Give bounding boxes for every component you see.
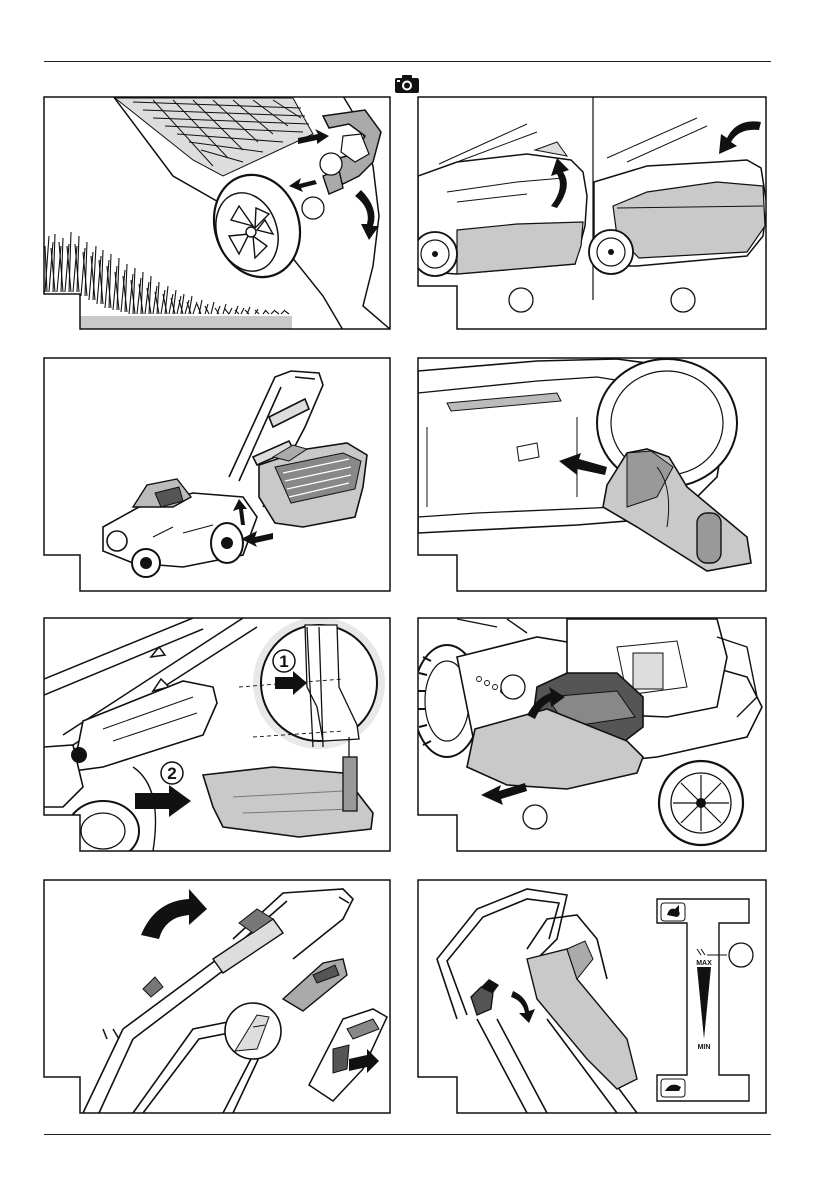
figure-plug-steps: 1 2 <box>43 617 391 852</box>
figure-side-discharge <box>417 617 768 852</box>
step-1-label: 1 <box>279 652 288 671</box>
figure-mulching-plug <box>417 357 768 592</box>
figure-bag-indicator <box>417 96 768 330</box>
step-2-label: 2 <box>167 764 176 783</box>
min-label: MIN <box>698 1044 711 1051</box>
footer-rule <box>44 1134 771 1135</box>
figure-cutting-height <box>43 96 391 330</box>
figure-remove-bag <box>43 357 391 592</box>
figure-fold-handle <box>43 879 391 1114</box>
camera-icon <box>394 74 420 94</box>
max-label: MAX <box>696 960 712 967</box>
figure-speed-control: MAX MIN <box>417 879 768 1114</box>
header-rule <box>44 61 771 62</box>
